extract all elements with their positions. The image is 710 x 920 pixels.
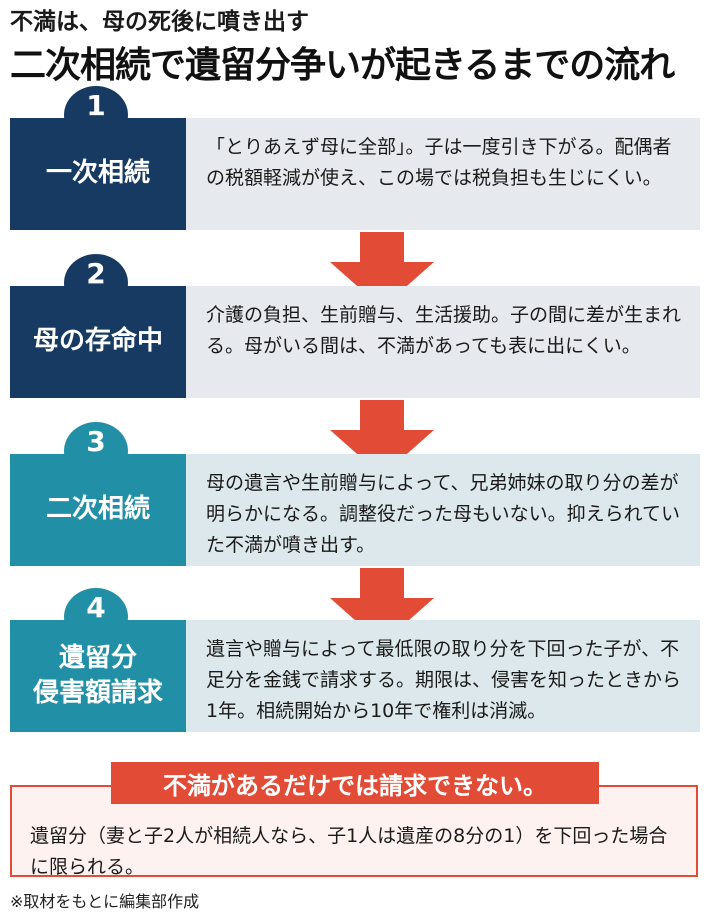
- step-4-reserved-portion-claim: 遺留分 侵害額請求 4 遺言や贈与によって最低限の取り分を下回った子が、不足分を…: [10, 588, 700, 732]
- step-number-badge: 4: [64, 588, 128, 646]
- page-title: 二次相続で遺留分争いが起きるまでの流れ: [10, 45, 675, 86]
- source-note: ※取材をもとに編集部作成: [10, 892, 200, 911]
- subtitle: 不満は、母の死後に噴き出す: [10, 8, 309, 35]
- step-number-badge: 3: [64, 422, 128, 480]
- step-description: 遺言や贈与によって最低限の取り分を下回った子が、不足分を金銭で請求する。期限は、…: [186, 620, 700, 732]
- step-description: 母の遺言や生前贈与によって、兄弟姉妹の取り分の差が明らかになる。調整役だった母も…: [186, 454, 700, 566]
- step-description: 介護の負担、生前贈与、生活援助。子の間に差が生まれる。母がいる間は、不満があって…: [186, 286, 700, 398]
- step-1-primary-inheritance: 一次相続 1 「とりあえず母に全部」。子は一度引き下がる。配偶者の税額軽減が使え…: [10, 86, 700, 230]
- note-text: 遺留分（妻と子2人が相続人なら、子1人は遺産の8分の1）を下回った場合に限られる…: [30, 825, 668, 878]
- step-number-badge: 1: [64, 86, 128, 144]
- note-heading: 不満があるだけでは請求できない。: [111, 762, 599, 804]
- step-number-badge: 2: [64, 254, 128, 312]
- step-2-mother-alive: 母の存命中 2 介護の負担、生前贈与、生活援助。子の間に差が生まれる。母がいる間…: [10, 254, 700, 398]
- step-3-secondary-inheritance: 二次相続 3 母の遺言や生前贈与によって、兄弟姉妹の取り分の差が明らかになる。調…: [10, 422, 700, 566]
- step-description: 「とりあえず母に全部」。子は一度引き下がる。配偶者の税額軽減が使え、この場では税…: [186, 118, 700, 230]
